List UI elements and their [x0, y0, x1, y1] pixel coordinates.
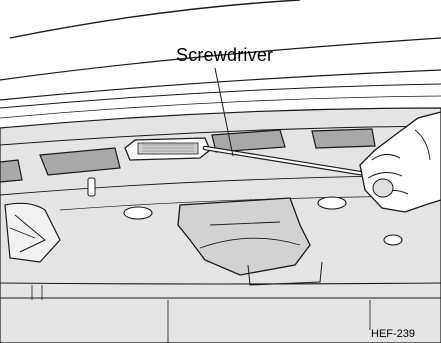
screwdriver-callout-label: Screwdriver: [176, 45, 273, 66]
mounting-hole: [384, 235, 402, 245]
lid-opening: [312, 129, 375, 148]
mounting-hole: [124, 207, 152, 219]
mounting-hole: [318, 197, 346, 209]
figure-code: HEF-239: [371, 328, 415, 340]
locating-pin: [88, 178, 95, 196]
lid-opening: [0, 160, 22, 182]
